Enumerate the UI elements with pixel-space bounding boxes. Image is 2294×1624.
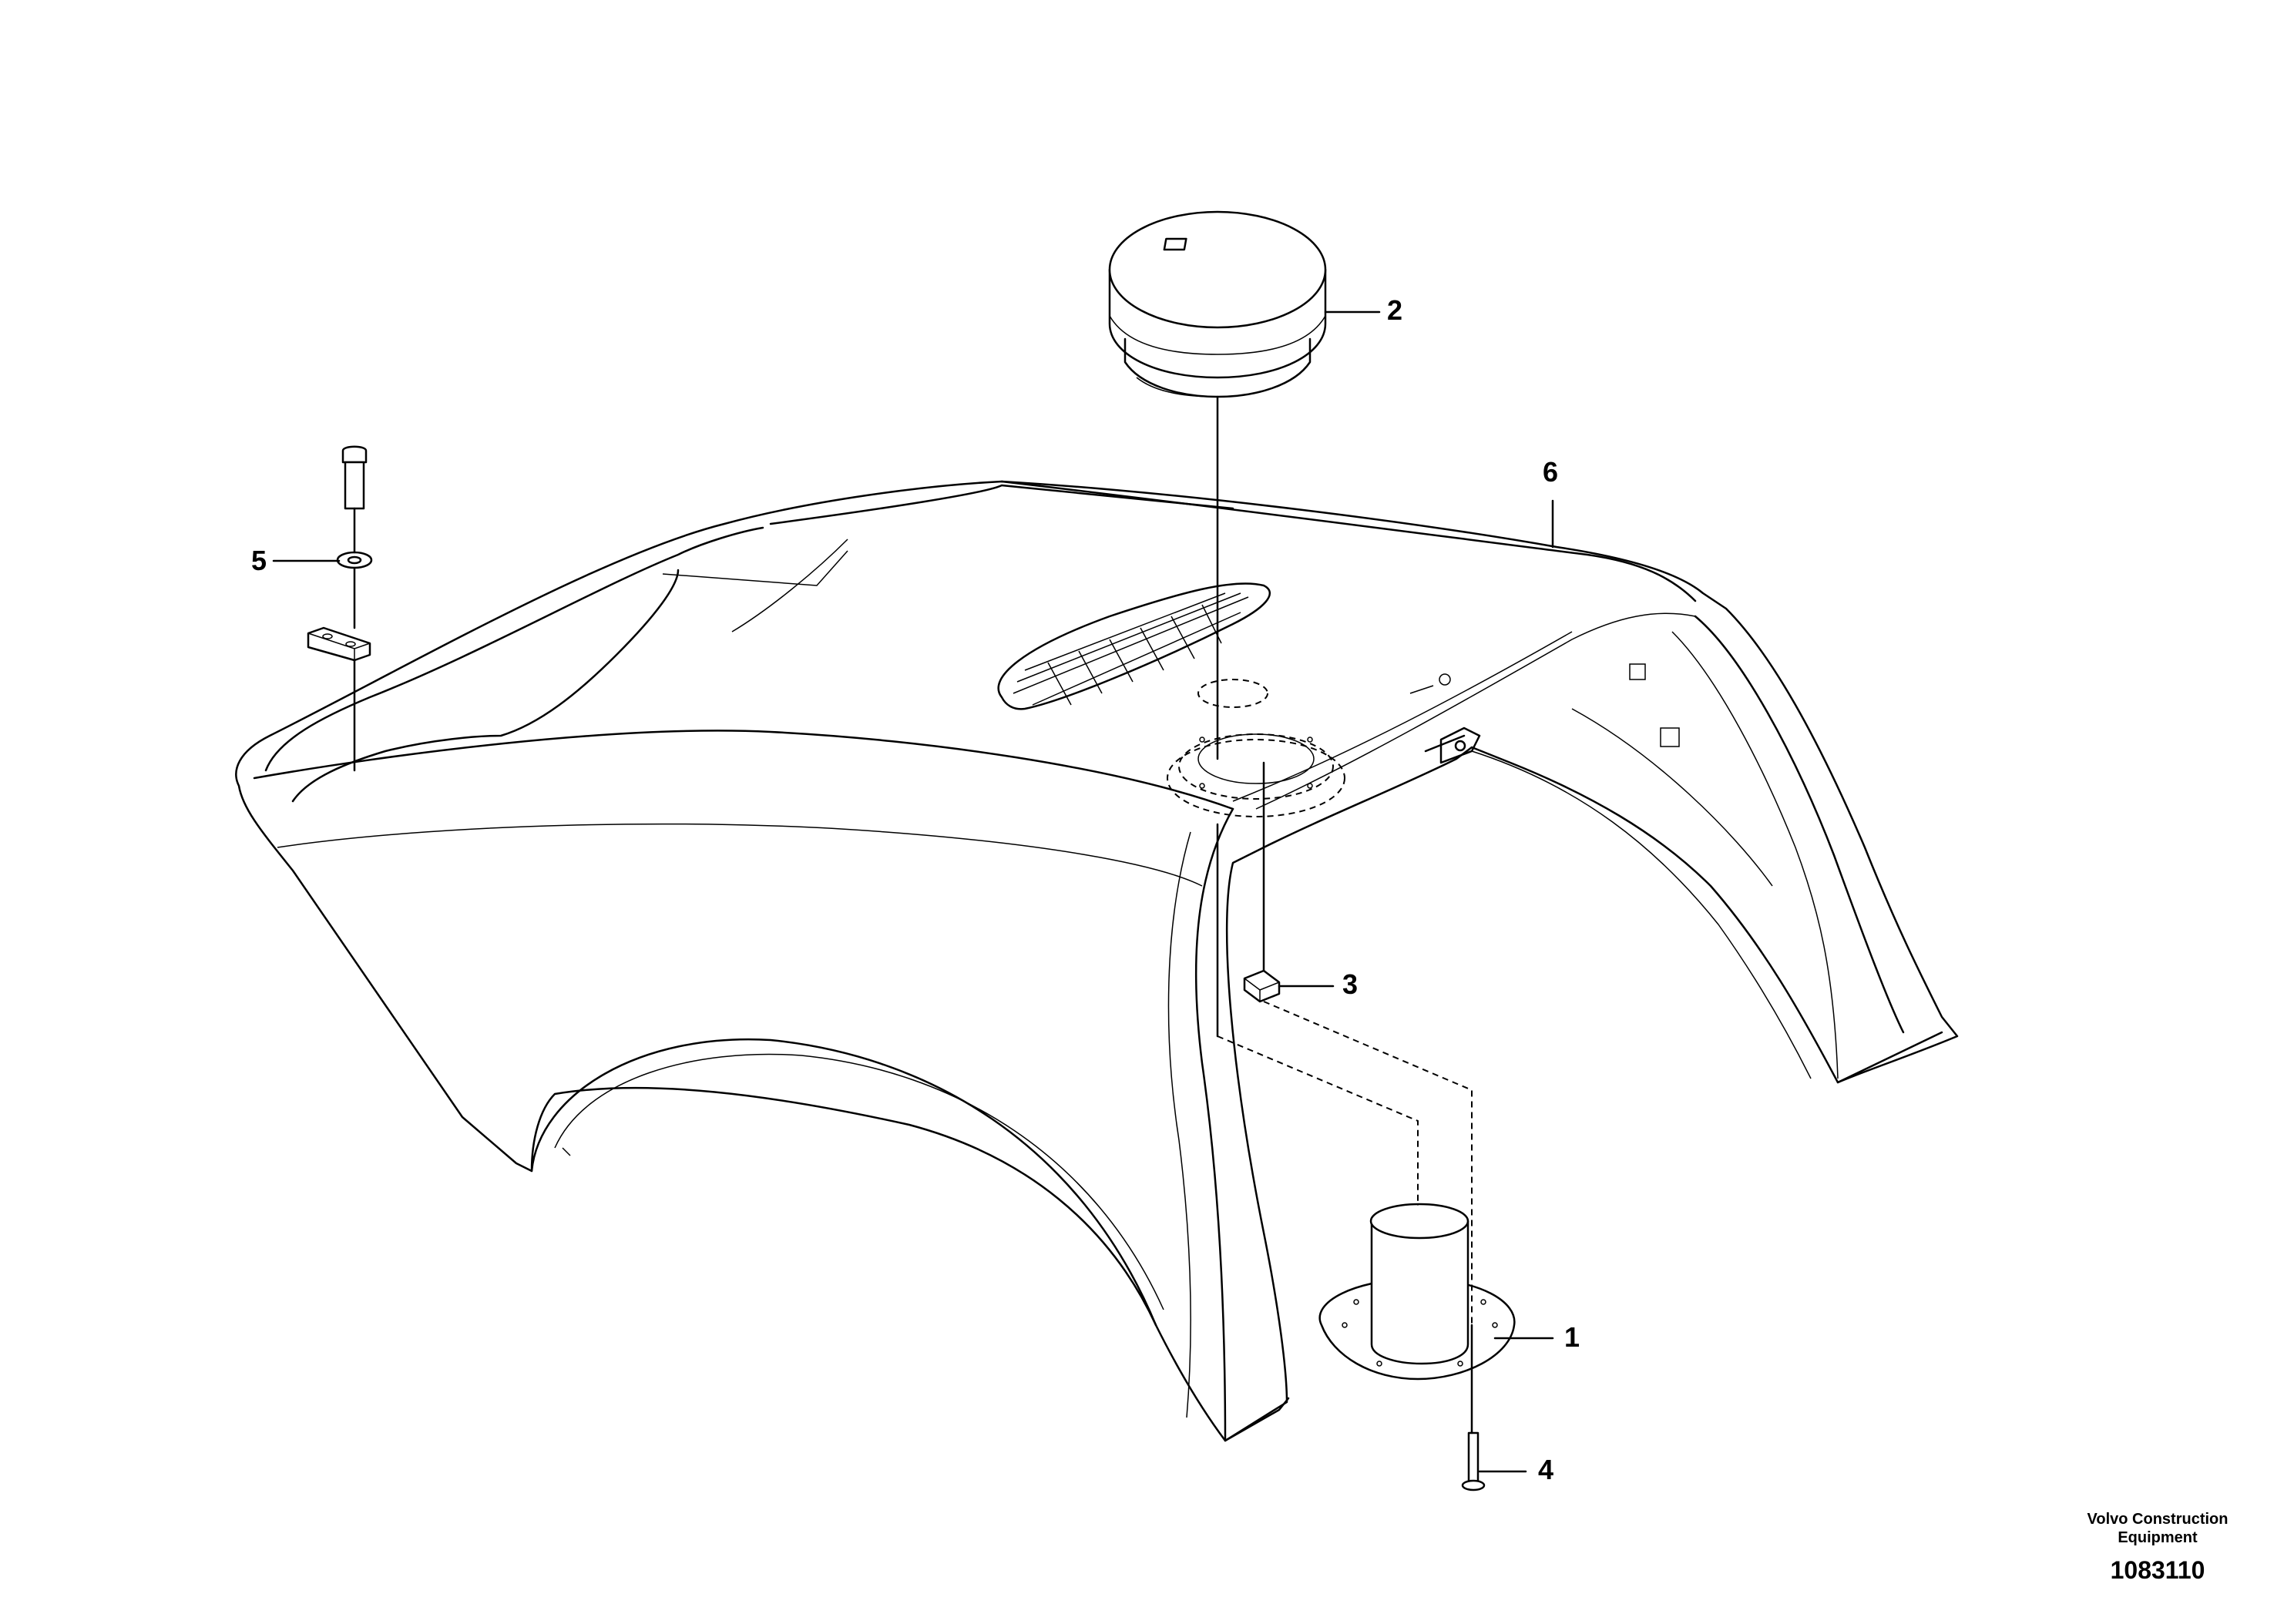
callout-3: 3 <box>1342 968 1359 1000</box>
air-precleaner-cap <box>1108 210 1327 398</box>
callout-4: 4 <box>1538 1454 1554 1485</box>
bolt-washer-plate <box>307 445 373 662</box>
assembly-lines <box>353 395 1473 1434</box>
brand-name-line2: Equipment <box>2118 1529 2198 1546</box>
clip-nut <box>1243 969 1281 1003</box>
intake-flange-hidden-outline <box>1167 679 1345 817</box>
intake-pipe-flange <box>1318 1203 1516 1381</box>
callout-6: 6 <box>1543 456 1559 488</box>
document-number: 1083110 <box>2110 1556 2205 1584</box>
callout-1: 1 <box>1564 1321 1580 1353</box>
air-grille <box>997 582 1271 710</box>
engine-hood-cover <box>235 480 1959 1442</box>
brand-block: Volvo Construction Equipment 1083110 <box>2050 1510 2265 1585</box>
brand-name-line1: Volvo Construction <box>2087 1511 2229 1528</box>
callout-2: 2 <box>1387 294 1403 326</box>
screw <box>1461 1431 1486 1491</box>
callout-5: 5 <box>251 545 267 576</box>
callout-leaders <box>272 310 1554 1473</box>
